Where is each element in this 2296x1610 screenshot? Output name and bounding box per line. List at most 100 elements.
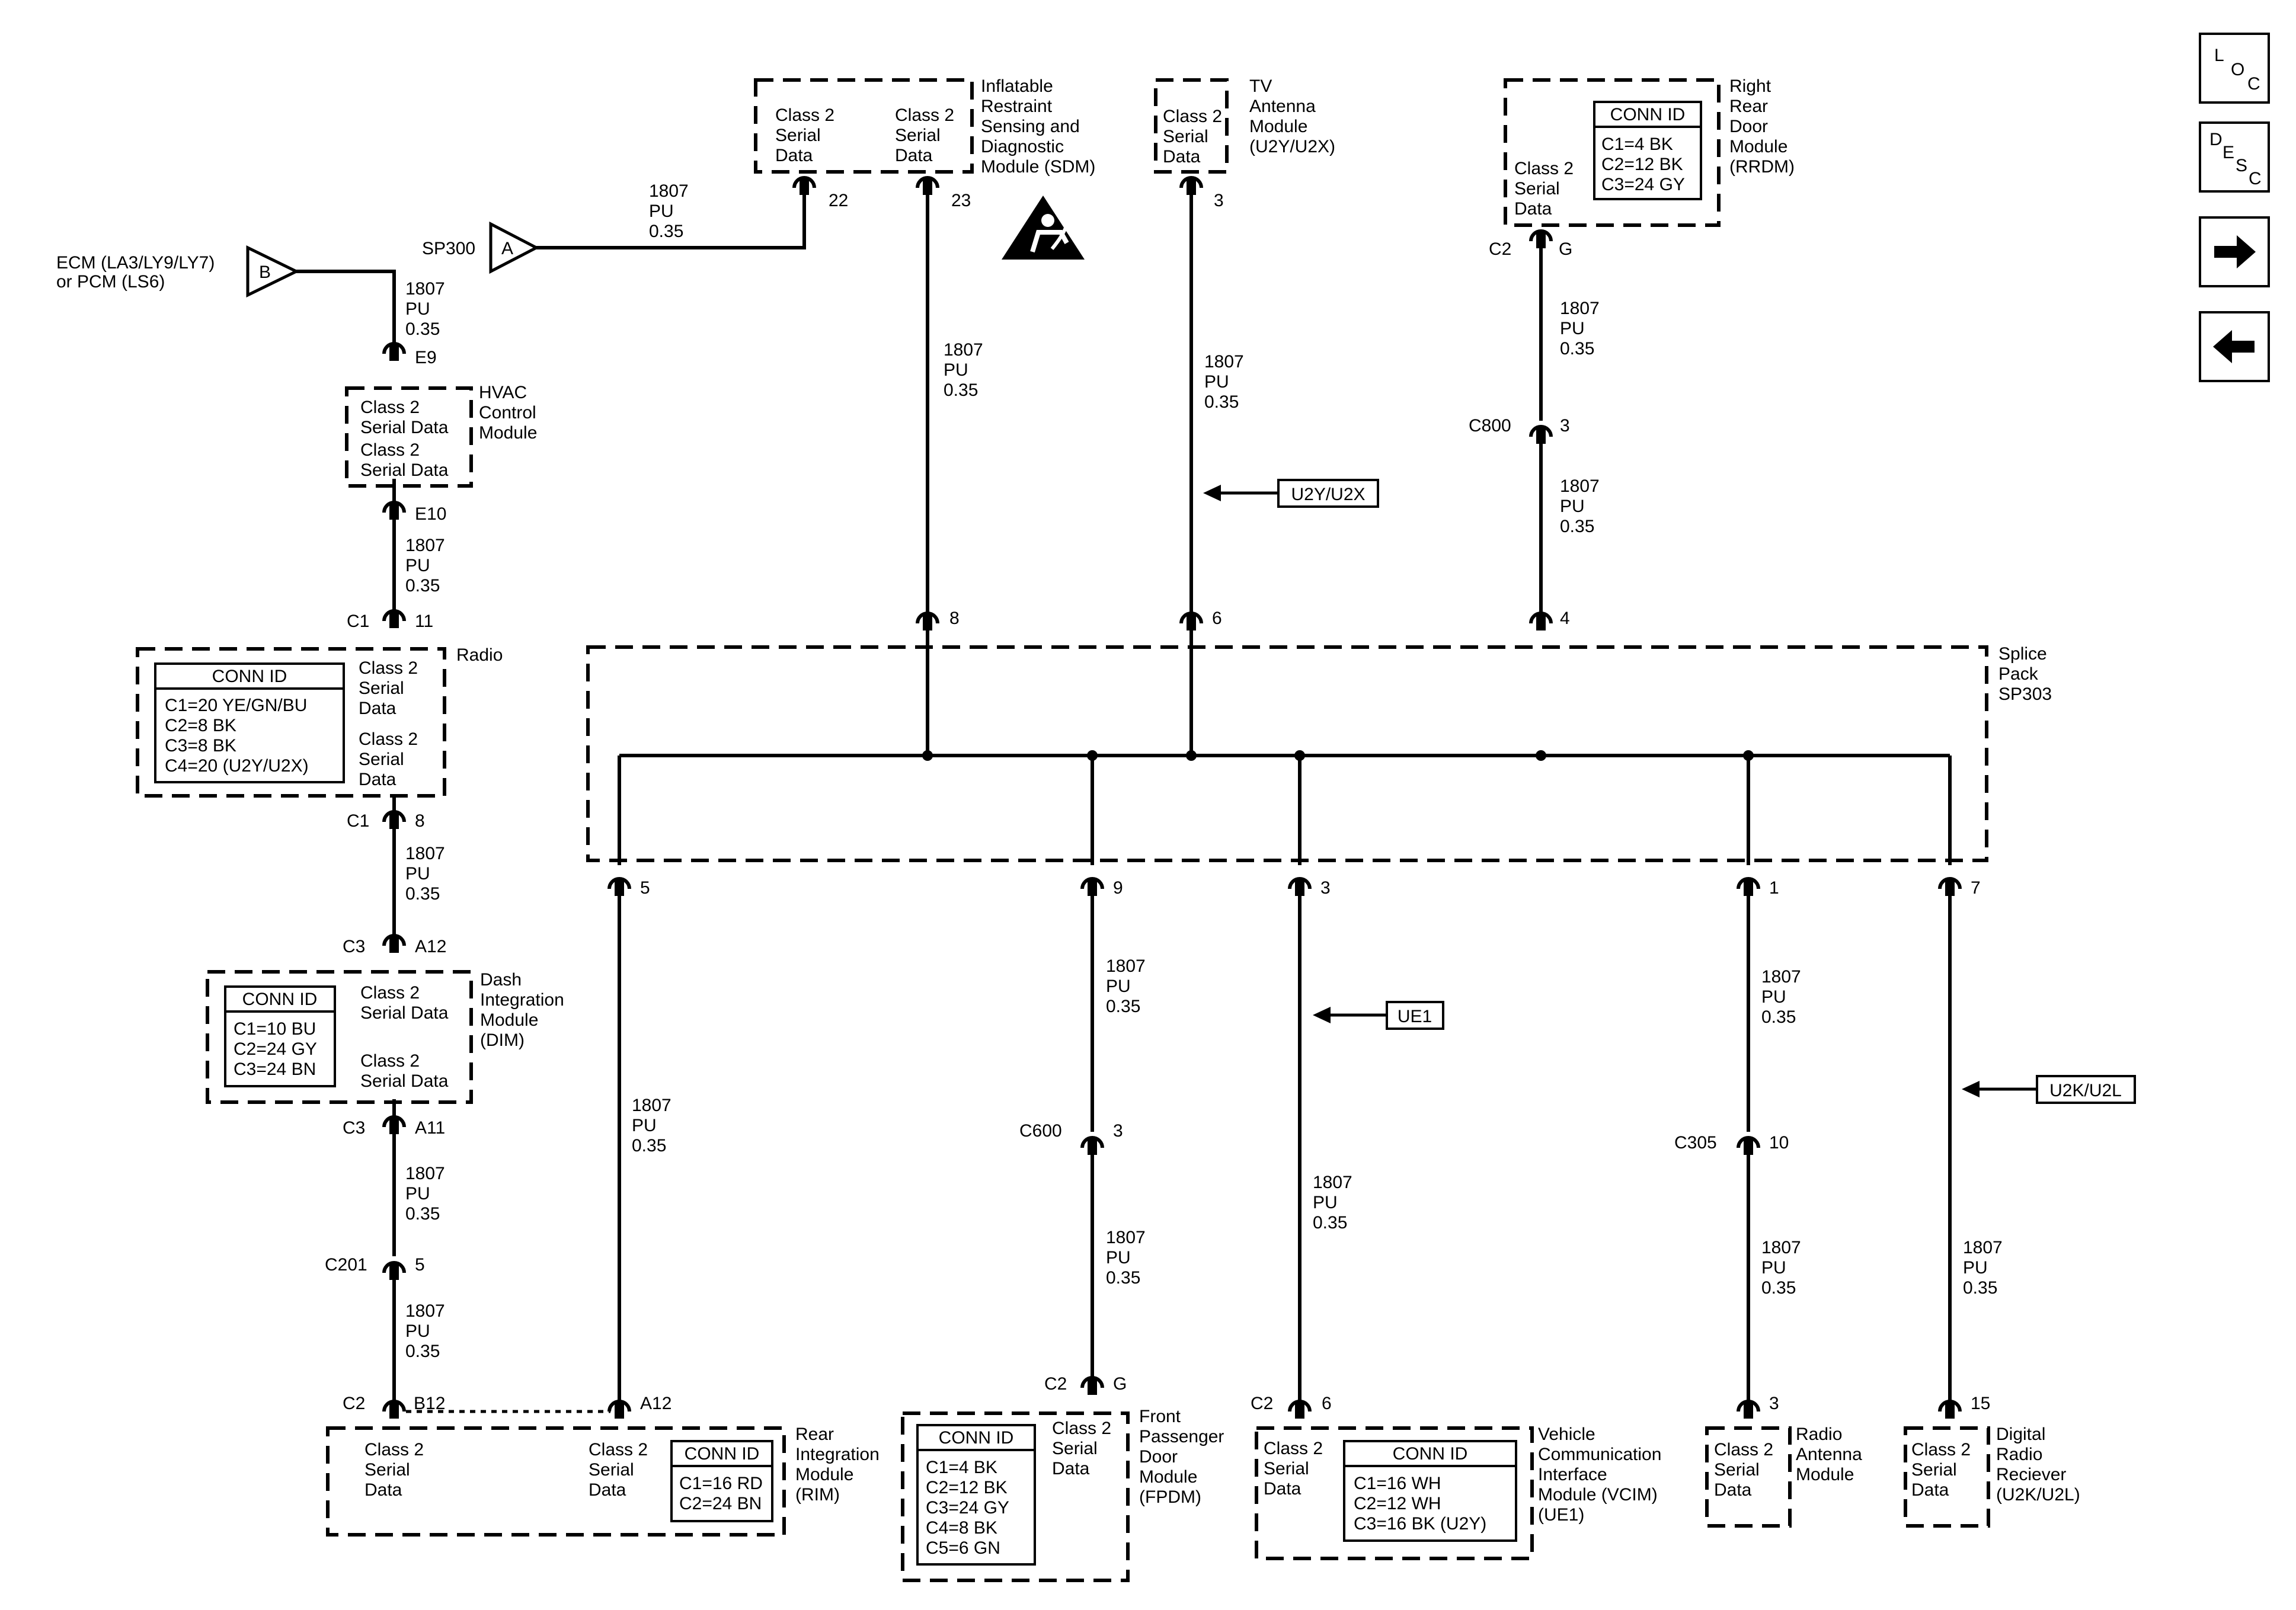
tv-pin-label-2: Serial: [1163, 127, 1208, 146]
terminal: [1938, 877, 1962, 896]
wire-label-circuit: 1807: [1204, 352, 1244, 372]
hvac-label-1: Class 2: [360, 398, 420, 417]
wire-label-gauge: 0.35: [1560, 517, 1594, 536]
sdm-box[interactable]: [754, 78, 974, 174]
c201-id: C201: [325, 1255, 367, 1275]
rim-right-label-3: Data: [589, 1480, 626, 1500]
wire-label-color: PU: [1106, 977, 1131, 996]
description-button[interactable]: D E S C: [2199, 121, 2270, 193]
tv-antenna-box[interactable]: [1154, 78, 1229, 174]
terminal: [382, 934, 406, 953]
wire-label-color: PU: [1963, 1258, 1988, 1278]
wire-label-gauge: 0.35: [1560, 339, 1594, 359]
rim-conn-table: [670, 1440, 773, 1522]
terminal: [1288, 1400, 1312, 1419]
hvac-name-1: HVAC: [479, 383, 527, 402]
fpdm-box[interactable]: [901, 1411, 1130, 1582]
radio-label-5: Serial: [359, 750, 404, 769]
flag-a[interactable]: [489, 221, 540, 274]
rim-name-3: Module: [795, 1465, 853, 1484]
wire-label-circuit: 1807: [944, 340, 983, 360]
junction-dot: [922, 750, 933, 761]
option-box-tv[interactable]: [1277, 479, 1379, 508]
rrdm-conn-title: CONN ID: [1610, 105, 1686, 124]
rrdm-conn-c3: C3=24 GY: [1601, 175, 1685, 194]
radio-box[interactable]: [136, 647, 446, 798]
terminal: [792, 176, 816, 195]
splice-top-pin-4: 4: [1560, 609, 1570, 628]
wire-label-gauge: 0.35: [1963, 1278, 1997, 1298]
wire-ecm-hvac[interactable]: [296, 270, 396, 356]
dim-conn-c2: C2=24 GY: [234, 1039, 317, 1059]
terminal: [916, 176, 939, 195]
fpdm-pin: G: [1113, 1374, 1127, 1394]
sdm-pin-22: 22: [829, 191, 848, 210]
wire-label-gauge: 0.35: [405, 576, 440, 596]
dim-label-2: Serial Data: [360, 1003, 449, 1023]
rim-left-label-3: Data: [364, 1480, 402, 1500]
dim-bot-conn: C3: [343, 1118, 365, 1138]
dim-name-3: Module: [480, 1010, 538, 1030]
wire-label-circuit: 1807: [405, 279, 445, 299]
wire-label-circuit: 1807: [405, 844, 445, 863]
option-box-vcim[interactable]: [1386, 1001, 1444, 1030]
rrdm-name-1: Right: [1729, 76, 1771, 96]
wire-label-circuit: 1807: [1313, 1173, 1352, 1192]
vcim-name-4: Module (VCIM): [1538, 1485, 1658, 1505]
rim-conn-c1: C1=16 RD: [679, 1474, 763, 1493]
wire-label-color: PU: [632, 1116, 657, 1135]
dim-name-1: Dash: [480, 970, 522, 990]
sdm-name-4: Diagnostic: [981, 137, 1064, 156]
wire-label-color: PU: [1560, 497, 1585, 516]
wire-label-gauge: 0.35: [1761, 1007, 1796, 1027]
location-button[interactable]: L O C: [2199, 33, 2270, 104]
module-boxes: [136, 78, 1990, 1582]
wire-label-gauge: 0.35: [1204, 392, 1239, 412]
desc-letter-e: E: [2223, 143, 2235, 162]
dim-box[interactable]: [206, 970, 473, 1104]
tv-pin-label-1: Class 2: [1163, 107, 1222, 126]
rrdm-conn-ref: C2: [1489, 239, 1511, 259]
vcim-conn-ref: C2: [1251, 1394, 1273, 1413]
wires: [296, 190, 1952, 1413]
rim-left-label-2: Serial: [364, 1460, 410, 1480]
fpdm-label-2: Serial: [1052, 1439, 1098, 1458]
wire-label-circuit: 1807: [1560, 476, 1600, 496]
hvac-box[interactable]: [345, 386, 473, 488]
vcim-name-2: Communication: [1538, 1445, 1661, 1464]
hvac-label-3: Class 2: [360, 440, 420, 460]
option-vcim-label: UE1: [1398, 1007, 1432, 1026]
wire-label-color: PU: [405, 299, 430, 319]
dim-name-4: (DIM): [480, 1030, 525, 1050]
sdm-name-3: Sensing and: [981, 117, 1080, 136]
sdm-name-2: Restraint: [981, 97, 1053, 116]
previous-page-button[interactable]: [2199, 311, 2270, 382]
arrow-left-icon: [2213, 330, 2255, 363]
terminal: [1179, 176, 1203, 195]
vcim-box[interactable]: [1255, 1426, 1534, 1560]
option-box-drr[interactable]: [2036, 1075, 2136, 1104]
next-page-button[interactable]: [2199, 216, 2270, 287]
radio-label-2: Serial: [359, 678, 404, 698]
ram-label-1: Class 2: [1714, 1440, 1773, 1459]
digital-radio-box[interactable]: [1904, 1426, 1990, 1528]
radio-antenna-box[interactable]: [1705, 1426, 1792, 1528]
ram-name-1: Radio: [1796, 1425, 1842, 1444]
rim-conn-title: CONN ID: [685, 1444, 760, 1464]
rrdm-name-3: Door: [1729, 117, 1768, 136]
hvac-label-2: Serial Data: [360, 418, 449, 437]
splice-pack-box[interactable]: [586, 645, 1988, 862]
c800-pin: 3: [1560, 416, 1570, 436]
wire-label-circuit: 1807: [1761, 1238, 1801, 1257]
tv-pin-label-3: Data: [1163, 147, 1201, 167]
rim-pin-a12: A12: [640, 1394, 671, 1413]
flag-b[interactable]: [246, 245, 300, 298]
terminal: [1529, 425, 1553, 444]
rim-box[interactable]: [326, 1426, 786, 1537]
wire-sp300-sdm[interactable]: [536, 190, 806, 249]
wire-label-circuit: 1807: [405, 1301, 445, 1321]
rrdm-box[interactable]: [1504, 78, 1721, 227]
sdm-pin-23: 23: [951, 191, 971, 210]
terminal: [1080, 877, 1104, 896]
